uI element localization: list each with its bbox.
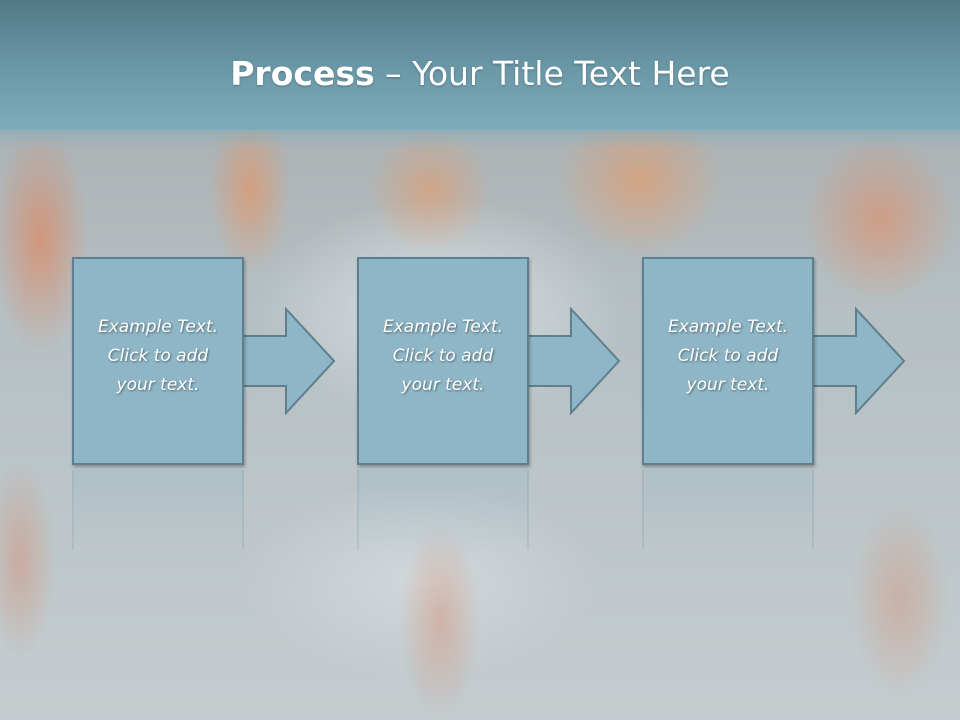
title-band-fade xyxy=(0,118,960,148)
step-3-reflection xyxy=(642,470,814,550)
slide-title[interactable]: Process – Your Title Text Here xyxy=(0,52,960,96)
step-2-reflection xyxy=(357,470,529,550)
step-2-arrow-icon xyxy=(525,307,621,415)
step-2-text[interactable]: Example Text. Click to add your text. xyxy=(382,317,504,395)
step-2-box[interactable]: Example Text. Click to add your text. xyxy=(357,257,529,465)
title-band xyxy=(0,0,960,130)
step-1-reflection xyxy=(72,470,244,550)
step-3-box[interactable]: Example Text. Click to add your text. xyxy=(642,257,814,465)
step-1-box[interactable]: Example Text. Click to add your text. xyxy=(72,257,244,465)
step-3-text[interactable]: Example Text. Click to add your text. xyxy=(667,317,789,395)
title-bold-text: Process xyxy=(230,54,375,93)
step-1-arrow-icon xyxy=(240,307,336,415)
step-3-arrow-icon xyxy=(810,307,906,415)
title-rest-text: – Your Title Text Here xyxy=(374,54,730,93)
step-1-text[interactable]: Example Text. Click to add your text. xyxy=(97,317,219,395)
